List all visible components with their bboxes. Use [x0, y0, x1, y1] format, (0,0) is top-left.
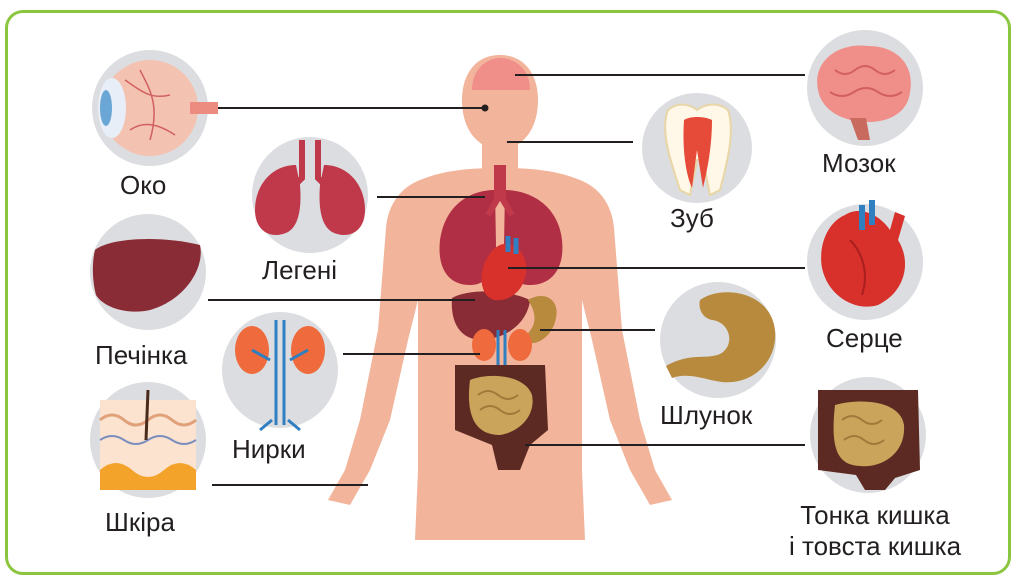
lungs-icon — [252, 137, 368, 253]
label-stomach: Шлунок — [660, 400, 752, 431]
tooth-icon — [642, 93, 752, 203]
eye-icon — [92, 50, 218, 166]
intestines-icon — [810, 377, 926, 493]
label-heart: Серце — [826, 323, 903, 354]
label-eye: Око — [120, 170, 166, 201]
liver-icon — [90, 214, 206, 330]
label-skin: Шкіра — [105, 507, 175, 538]
heart-icon — [807, 200, 923, 320]
label-liver: Печінка — [95, 340, 187, 371]
label-intestines-line2: і товста кишка — [775, 531, 975, 562]
label-intestines: Тонка кишка і товста кишка — [775, 500, 975, 562]
label-lungs: Легені — [262, 255, 337, 286]
label-kidneys: Нирки — [232, 434, 306, 465]
stomach-icon — [660, 282, 776, 398]
kidneys-icon — [222, 312, 338, 430]
label-tooth: Зуб — [670, 203, 714, 234]
label-intestines-line1: Тонка кишка — [775, 500, 975, 531]
skin-icon — [90, 382, 206, 498]
brain-icon — [807, 30, 923, 146]
label-brain: Мозок — [822, 148, 896, 179]
